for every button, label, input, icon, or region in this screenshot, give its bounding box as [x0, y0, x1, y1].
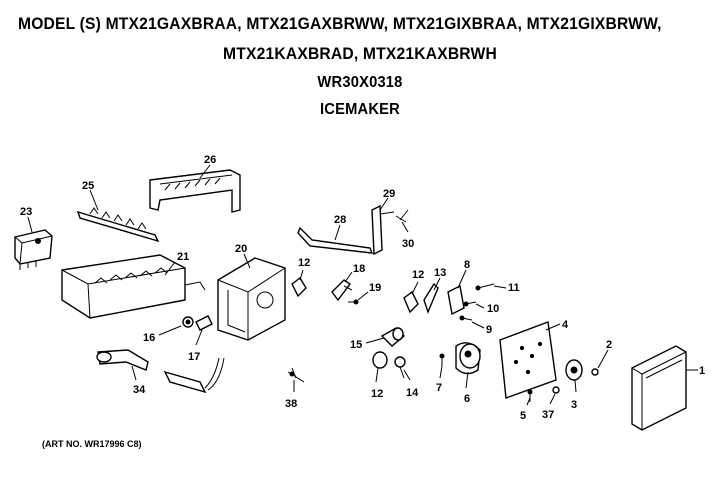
part-18-lever — [331, 279, 353, 302]
callout-12-upper: 12 — [298, 257, 310, 269]
part-12-cam-lower — [372, 351, 388, 369]
part-1-cover — [631, 345, 687, 431]
diagram-title: ICEMAKER — [320, 101, 400, 118]
callout-3: 3 — [571, 399, 577, 411]
callout-25: 25 — [82, 180, 94, 192]
callout-18: 18 — [353, 263, 365, 275]
part-26-ejector-bracket — [149, 169, 241, 213]
part-9-screw — [459, 315, 473, 321]
part-23-switch — [14, 229, 53, 270]
part-15-motor — [380, 327, 406, 347]
callout-11: 11 — [508, 282, 520, 294]
part-13-bracket — [423, 282, 439, 314]
part-12-cam-middle — [403, 290, 419, 314]
callout-8: 8 — [464, 259, 470, 271]
part-3-knob — [565, 359, 583, 381]
callout-15: 15 — [350, 339, 362, 351]
callout-37: 37 — [542, 409, 554, 421]
part-30-screw — [395, 209, 409, 223]
part-16-fitting — [182, 316, 194, 328]
callout-6: 6 — [464, 393, 470, 405]
callout-12-lower: 12 — [371, 388, 383, 400]
callout-21: 21 — [177, 251, 189, 263]
callout-29: 29 — [383, 188, 395, 200]
callout-16: 16 — [143, 332, 155, 344]
callout-19: 19 — [369, 282, 381, 294]
callout-13: 13 — [434, 267, 446, 279]
model-list-line-1: MODEL (S) MTX21GAXBRAA, MTX21GAXBRWW, MT… — [18, 14, 662, 33]
model-list-line-2: MTX21KAXBRAD, MTX21KAXBRWH — [223, 44, 497, 63]
part-19-screw — [348, 299, 359, 305]
callout-2: 2 — [606, 339, 612, 351]
callout-10: 10 — [487, 303, 499, 315]
callout-30: 30 — [402, 238, 414, 250]
part-21-mold — [61, 254, 206, 319]
part-12-cam-upper — [291, 276, 307, 298]
part-number: WR30X0318 — [317, 74, 403, 91]
callout-26: 26 — [204, 154, 216, 166]
callout-1: 1 — [699, 365, 705, 377]
callout-9: 9 — [486, 324, 492, 336]
callout-5: 5 — [520, 410, 526, 422]
part-17-gear — [195, 315, 213, 331]
callout-23: 23 — [20, 206, 32, 218]
part-38-clip — [287, 367, 305, 383]
part-10-screw — [463, 301, 477, 307]
callout-17: 17 — [188, 351, 200, 363]
part-5-screw — [527, 389, 533, 402]
part-20-housing — [217, 257, 286, 341]
part-6-gear — [455, 342, 481, 375]
part-11-screw — [475, 283, 495, 291]
callout-28: 28 — [334, 214, 346, 226]
part-7-screw — [439, 353, 445, 366]
part-28-arm — [297, 226, 374, 254]
callout-14: 14 — [406, 387, 419, 399]
art-number: (ART NO. WR17996 C8) — [42, 439, 142, 449]
part-29-bracket — [371, 204, 395, 256]
part-37-nut — [552, 386, 560, 394]
part-8-switch — [447, 284, 465, 316]
part-14-spring — [394, 356, 406, 379]
callout-20: 20 — [235, 243, 247, 255]
part-34-fill-tube — [96, 349, 149, 371]
part-4-plate — [499, 321, 557, 399]
part-25-comb — [76, 207, 160, 243]
callout-38: 38 — [285, 398, 297, 410]
part-2-screw — [591, 368, 599, 376]
callout-12-middle: 12 — [412, 269, 424, 281]
callout-34: 34 — [133, 384, 146, 396]
wire-harness — [163, 357, 225, 394]
callout-4: 4 — [562, 319, 569, 331]
callout-7: 7 — [436, 382, 442, 394]
